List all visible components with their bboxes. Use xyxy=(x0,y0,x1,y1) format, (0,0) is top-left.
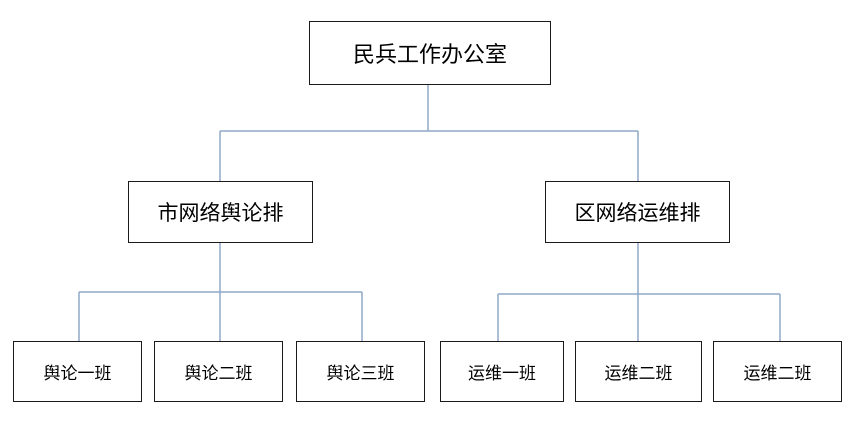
team-label: 运维一班 xyxy=(468,364,536,384)
team-label: 运维二班 xyxy=(743,364,812,384)
team-label: 舆论一班 xyxy=(43,364,112,384)
team-box: 运维二班 xyxy=(575,341,702,402)
team-box: 运维二班 xyxy=(713,341,842,402)
connector-unit2-to-teams xyxy=(497,243,781,341)
unit-label: 市网络舆论排 xyxy=(157,201,284,225)
root-label: 民兵工作办公室 xyxy=(352,43,507,68)
team-box: 舆论二班 xyxy=(154,341,283,402)
connector-unit1-to-teams xyxy=(78,243,363,341)
team-label: 舆论二班 xyxy=(184,364,253,384)
root-box-office: 民兵工作办公室 xyxy=(309,21,551,85)
team-box: 运维一班 xyxy=(440,341,564,402)
team-box: 舆论三班 xyxy=(296,341,425,402)
connector-root-to-units xyxy=(219,85,639,181)
team-label: 舆论三班 xyxy=(326,364,395,384)
unit-label: 区网络运维排 xyxy=(574,201,701,225)
team-label: 运维二班 xyxy=(604,364,673,384)
unit-box-public-opinion: 市网络舆论排 xyxy=(128,181,313,243)
unit-box-operations: 区网络运维排 xyxy=(545,181,730,243)
team-box: 舆论一班 xyxy=(13,341,142,402)
